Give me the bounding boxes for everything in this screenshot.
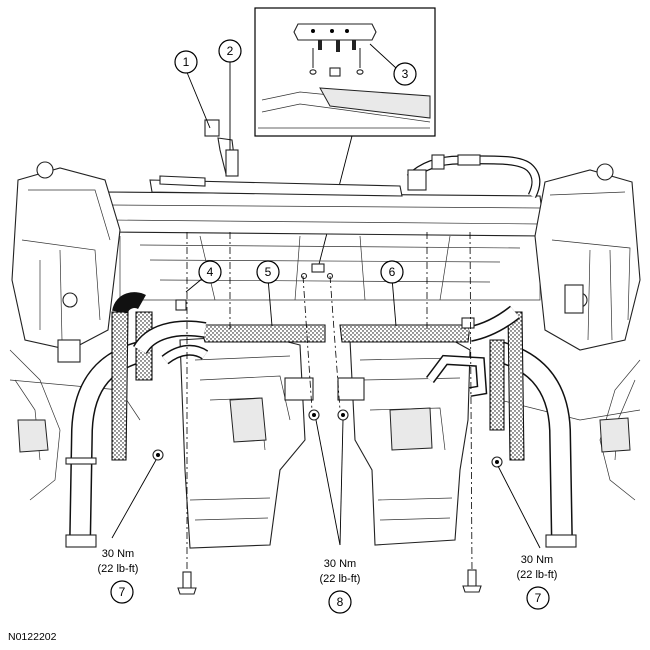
callout-4-label: 4 bbox=[207, 265, 214, 279]
bolt-left bbox=[177, 571, 197, 595]
callout-7-left-label: 7 bbox=[119, 585, 126, 599]
upper-hose-assembly bbox=[104, 119, 541, 199]
leader-lines bbox=[111, 43, 541, 549]
callout-2: 2 bbox=[218, 39, 242, 63]
torque-center-lbft: (22 lb-ft) bbox=[320, 573, 361, 585]
callout-3-label: 3 bbox=[402, 67, 409, 81]
torque-label-center: 30 Nm (22 lb-ft) bbox=[320, 558, 361, 585]
torque-right-lbft: (22 lb-ft) bbox=[517, 569, 558, 581]
torque-left-nm: 30 Nm bbox=[102, 548, 134, 560]
callout-2-label: 2 bbox=[227, 44, 234, 58]
callout-1-label: 1 bbox=[183, 55, 190, 69]
alignment-lines bbox=[186, 231, 473, 573]
torque-center-nm: 30 Nm bbox=[324, 558, 356, 570]
left-pipes bbox=[65, 292, 326, 548]
torque-label-right: 30 Nm (22 lb-ft) bbox=[517, 554, 558, 581]
bolt-right bbox=[462, 569, 482, 593]
clip-part bbox=[293, 23, 377, 41]
torque-label-left: 30 Nm (22 lb-ft) bbox=[98, 548, 139, 575]
callout-7-right: 7 bbox=[526, 586, 550, 610]
callout-7-left: 7 bbox=[110, 580, 134, 604]
callout-5-label: 5 bbox=[265, 265, 272, 279]
right-deflector-panel bbox=[337, 335, 471, 546]
callout-5: 5 bbox=[256, 260, 280, 284]
body-structure bbox=[9, 161, 641, 501]
callout-1: 1 bbox=[174, 50, 198, 74]
callout-8: 8 bbox=[328, 590, 352, 614]
callout-6: 6 bbox=[380, 260, 404, 284]
callout-6-label: 6 bbox=[389, 265, 396, 279]
right-pipes bbox=[339, 305, 577, 548]
center-clip-location bbox=[300, 263, 334, 280]
callout-4: 4 bbox=[198, 260, 222, 284]
callout-3: 3 bbox=[393, 62, 417, 86]
fastener-points bbox=[152, 299, 503, 468]
figure-code: N0122202 bbox=[8, 631, 57, 643]
torque-left-lbft: (22 lb-ft) bbox=[98, 563, 139, 575]
torque-right-nm: 30 Nm bbox=[521, 554, 553, 566]
callout-7-right-label: 7 bbox=[535, 591, 542, 605]
callout-8-label: 8 bbox=[337, 595, 344, 609]
left-deflector-panel bbox=[179, 334, 314, 549]
